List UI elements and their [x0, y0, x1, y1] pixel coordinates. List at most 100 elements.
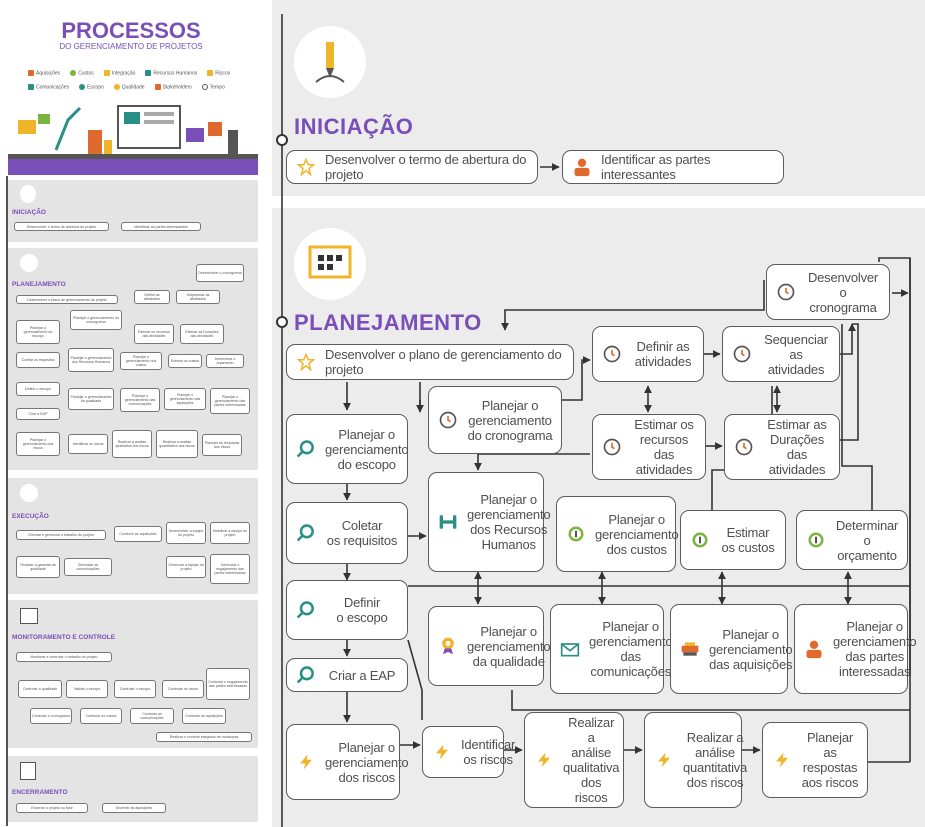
thumb-box: Desenvolver o termo de abertura do proje… [14, 222, 109, 231]
thumb-box: Realizar o controle integrado de mudança… [156, 732, 252, 742]
thumb-box: Monitorar e controlar o trabalho do proj… [16, 652, 112, 662]
lightning-icon [771, 749, 793, 771]
timeline-node [276, 316, 288, 328]
thumb-box: Desenvolver a equipe do projeto [166, 522, 206, 544]
thumb-box: Controlar o cronograma [30, 708, 72, 724]
box-plan-cronograma: Planejar o gerenciamento do cronograma [428, 386, 562, 454]
stakeholder-icon [803, 638, 825, 660]
thumb-box: Criar a EAP [16, 408, 60, 420]
thumb-box: Controlar o engajamento das partes inter… [206, 668, 250, 700]
pen-icon [294, 26, 366, 98]
legend-item: Qualidade [113, 84, 145, 91]
human-resources-icon [145, 70, 152, 76]
thumb-box: Realizar a análise quantitativa dos risc… [156, 430, 198, 458]
box-orcamento: Determinar o orçamento [796, 510, 908, 570]
thumb-box: Orientar e gerenciar o trabalho do proje… [16, 530, 106, 540]
legend-item: Tempo [201, 84, 225, 91]
coin-icon [689, 529, 711, 551]
cart-icon [679, 638, 701, 660]
lightning-icon [295, 751, 317, 773]
clock-icon [437, 409, 459, 431]
computer-icon [20, 484, 38, 502]
human-resources-icon [437, 511, 459, 533]
magnifier-icon [295, 438, 317, 460]
thumb-box: Realizar a análise qualitativa dos risco… [112, 430, 152, 458]
clock-icon [601, 436, 623, 458]
thumb-box: Planejar o gerenciamento das comunicaçõe… [120, 388, 160, 412]
legend-item: Integração [103, 70, 135, 76]
thumb-box: Identificar os riscos [68, 434, 108, 454]
thumb-box: Planejar o gerenciamento da qualidade [68, 388, 114, 410]
thumb-timeline [6, 176, 8, 826]
thumb-execucao-panel: EXECUÇÃO Orientar e gerenciar o trabalho… [6, 478, 258, 594]
box-plan-qualidade: Planejar o gerenciamento da qualidade [428, 606, 551, 686]
thumb-box: Conduzir as aquisições [114, 526, 162, 542]
box-plano-gerenciamento: Desenvolver o plano de gerenciamento do … [286, 344, 574, 380]
chart-monitor-icon [20, 608, 38, 624]
box-sequenciar-atividades: Sequenciar as atividades [722, 326, 840, 382]
coin-icon [805, 529, 827, 551]
lightning-icon [533, 749, 555, 771]
box-partes-interessadas: Identificar as partes interessantes [562, 150, 784, 184]
thumb-box: Planejar o gerenciamento do cronograma [70, 310, 122, 330]
scope-icon [79, 84, 86, 91]
box-plan-escopo: Planejar o gerenciamento do escopo [286, 414, 409, 484]
thumb-box: Planejar o gerenciamento das aquisições [164, 388, 206, 410]
zoomed-diagram: INICIAÇÃO Desenvolver o termo de abertur… [272, 0, 925, 827]
box-criar-eap: Criar a EAP [286, 658, 408, 692]
thumb-section-monitoramento: MONITORAMENTO E CONTROLE [12, 634, 116, 641]
box-estimar-custos: Estimar os custos [680, 510, 786, 570]
thumb-box: Mobilizar a equipe do projeto [210, 522, 250, 544]
arrow [840, 323, 859, 441]
thumb-box: Estimar os custos [168, 354, 202, 368]
desk-illustration [8, 105, 258, 175]
thumb-box: Realizar a garantia da qualidade [16, 556, 60, 578]
quality-icon [113, 84, 120, 91]
calendar-icon [186, 128, 204, 142]
legend: Aquisições Custos Integração Recursos Hu… [28, 70, 248, 91]
infographic-title: PROCESSOS [61, 18, 201, 43]
thumb-section-execucao: EXECUÇÃO [12, 513, 49, 520]
section-separator [272, 196, 925, 208]
stakeholder-icon [571, 156, 593, 178]
arrow [407, 639, 423, 720]
box-respostas-riscos: Planejar as respostas aos riscos [762, 722, 868, 798]
thumb-box: Determinar o orçamento [206, 354, 244, 368]
thumb-box: Gerenciar o engajamento das partes inter… [210, 554, 250, 584]
clock-icon [775, 281, 797, 303]
box-plan-rh: Planejar o gerenciamento dos Recursos Hu… [428, 472, 551, 572]
thumb-box: Estimar os recursos das atividades [134, 324, 174, 344]
magnifier-icon [295, 664, 317, 686]
chart-icon [20, 254, 38, 272]
risks-icon [207, 70, 214, 76]
thumb-iniciacao-panel: INICIAÇÃO Desenvolver o termo de abertur… [6, 180, 258, 242]
box-plan-partes: Planejar o gerenciamento das partes inte… [794, 604, 917, 694]
thumb-box: Controlar a qualidade [18, 680, 62, 698]
thumb-section-encerramento: ENCERRAMENTO [12, 789, 68, 796]
envelope-icon [559, 638, 581, 660]
thumb-section-iniciacao: INICIAÇÃO [12, 209, 46, 216]
timeline-node [276, 134, 288, 146]
clock-icon [601, 343, 623, 365]
magnifier-icon [295, 599, 317, 621]
desk-icon [8, 159, 258, 175]
clock-icon [731, 343, 753, 365]
arrow [511, 690, 910, 711]
box-desenvolver-cronograma: Desenvolver o cronograma [766, 264, 890, 320]
thumb-box: Encerrar as aquisições [102, 803, 166, 813]
box-plan-custos: Planejar o gerenciamento dos custos [556, 496, 679, 572]
thumb-box: Definir o escopo [16, 382, 60, 396]
thumb-box: Planejar o gerenciamento dos riscos [16, 432, 60, 456]
thumb-box: Estimar as Durações das atividades [180, 324, 224, 344]
magnifier-icon [295, 522, 317, 544]
thumb-monitoramento-panel: MONITORAMENTO E CONTROLE Monitorar e con… [6, 600, 258, 748]
box-definir-atividades: Definir as atividades [592, 326, 704, 382]
thumb-box: Controlar os riscos [162, 680, 204, 698]
thumb-encerramento-panel: ENCERRAMENTO Encerrar o projeto ou fase … [6, 756, 258, 822]
arrow [840, 323, 856, 355]
box-identificar-riscos: Identificar os riscos [422, 726, 515, 778]
box-coletar-requisitos: Coletar os requisitos [286, 502, 408, 564]
box-estimar-duracoes: Estimar as Durações das atividades [724, 414, 840, 480]
stakeholders-icon [154, 84, 161, 91]
box-estimar-recursos: Estimar os recursos das atividades [592, 414, 706, 480]
